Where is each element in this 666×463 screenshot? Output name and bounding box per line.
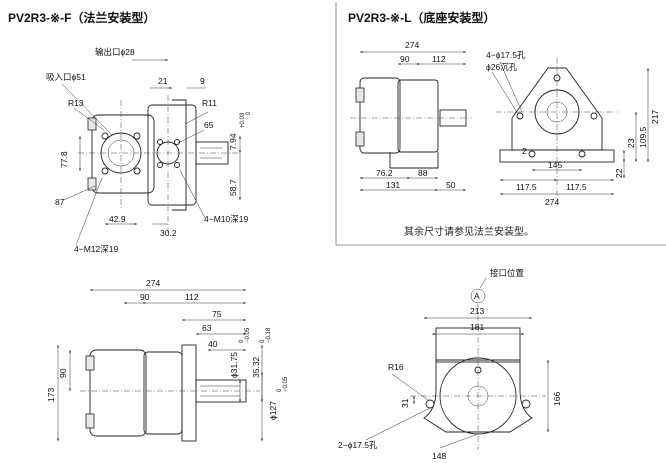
side-dim-127: ϕ127 [268,401,278,420]
dim-r13: R13 [68,98,84,108]
side-dim-173: 173 [46,388,56,402]
bolt-g [157,162,163,168]
bolt-h [174,162,180,168]
dim-58-7: 58.7 [228,179,238,196]
foot-dim-112: 112 [432,54,446,64]
corner-bolt-bl [87,177,97,191]
foot-view: PV2R3-※-L（底座安装型） 274 90 112 76.2 88 131 … [348,10,660,238]
side-tol-35-32-lo: −0.18 [266,327,272,343]
bolt-d [133,167,141,175]
side-dim-40: 40 [208,339,218,349]
foot-dim-131: 131 [386,180,400,190]
port-marker [470,288,486,304]
foot-dim-50: 50 [446,180,456,190]
flange-body-right [147,104,197,206]
flange-body-left [91,114,155,194]
foot-dim-23: 23 [626,138,636,148]
bolt-b [133,132,141,140]
dim-42-9: 42.9 [109,214,126,224]
side-pad-b [85,413,95,429]
port-holes: 2−ϕ17.5孔 [338,440,378,450]
side-flange [181,344,197,442]
side-tol-31-75-lo: −0.05 [245,327,251,343]
port-dim-166: 166 [552,392,562,406]
bolt-a [101,132,109,140]
foot-note: 其余尺寸请参见法兰安装型。 [404,225,534,238]
port-marker-letter: A [474,291,480,301]
side-pad-t [85,355,95,371]
foot-dim-88: 88 [418,168,428,178]
side-dim-31-75: ϕ31.75 [229,352,239,378]
side-dim-75: 75 [212,309,222,319]
tol-7-94-lo: 0 [246,111,252,115]
foot-dim-90: 90 [400,54,410,64]
port-view: 接口位置 A 213 181 R16 31 166 2−ϕ17.5孔 148 [338,268,562,461]
dim-87: 87 [55,197,65,207]
foot-dim-274b: 274 [545,197,559,207]
foot-hole-1: 4−ϕ17.5孔 [486,50,526,60]
dim-65: 65 [204,120,214,130]
side-body-rear [89,349,147,437]
foot-title: PV2R3-※-L（底座安装型） [348,10,495,25]
foot-dim-2: 2 [522,146,527,156]
bolt-f [174,139,180,145]
port-label: 接口位置 [490,268,525,278]
foot-dim-109-5: 109.5 [638,126,648,148]
foot-dim-117-5b: 117.5 [566,182,587,192]
outlet-label: 输出口ϕ28 [95,47,135,57]
side-dim-35-32: 35.32 [251,356,261,378]
side-tol-31-75-hi: 0 [239,339,245,343]
port-body [423,359,533,433]
inlet-label: 吸入口ϕ51 [46,72,86,82]
foot-hole-2: ϕ26沉孔 [486,62,518,72]
port-dim-148: 148 [432,451,446,461]
side-dim-90: 90 [140,292,150,302]
foot-dim-274: 274 [405,40,419,50]
side-tol-127-lo: −0.05 [283,376,289,392]
port-dim-r16: R16 [388,362,404,372]
dim-m12: 4−M12深19 [74,244,118,254]
foot-base [389,152,439,169]
side-dim-63: 63 [202,323,212,333]
bolt-c [101,167,109,175]
foot-body-front [397,79,439,153]
flange-plate [172,99,187,211]
foot-dim-76-2: 76.2 [376,168,393,178]
flange-view: PV2R3-※-F（法兰安装型） [8,10,252,254]
side-dim-112: 112 [185,292,199,302]
dim-r11: R11 [202,98,217,108]
port-dim-181: 181 [470,322,484,332]
side-tol-35-32-hi: 0 [260,339,266,343]
tol-7-94-hi: +0.03 [240,112,246,128]
foot-dim-145: 145 [548,160,562,170]
dim-7-94: 7.94 [228,133,238,150]
foot-body-rear [359,77,401,154]
side-dim-274: 274 [146,278,160,288]
dim-30-2: 30.2 [160,228,177,238]
port-dim-31: 31 [400,398,410,408]
dim-9: 9 [200,76,205,86]
dim-77-8: 77.8 [59,151,69,168]
dim-21: 21 [158,76,168,86]
port-dim-213: 213 [470,306,484,316]
shaft-key [200,147,222,159]
foot-dim-217: 217 [650,110,660,124]
dim-m10: 4−M10深19 [204,214,248,224]
bolt-e [157,139,163,145]
side-view: 274 90 112 75 63 40 ϕ31.75 0 −0.05 35.32… [46,278,289,442]
side-body-front [143,351,183,435]
foot-pad-r [355,131,365,147]
flange-title: PV2R3-※-F（法兰安装型） [8,10,155,25]
side-dim-90v: 90 [58,368,68,378]
corner-bolt-tl [87,117,97,131]
section-frame [335,2,666,246]
foot-dim-117-5a: 117.5 [516,182,537,192]
foot-pad-l [355,87,365,103]
side-tol-127-hi: 0 [277,388,283,392]
foot-dim-22: 22 [614,168,624,178]
